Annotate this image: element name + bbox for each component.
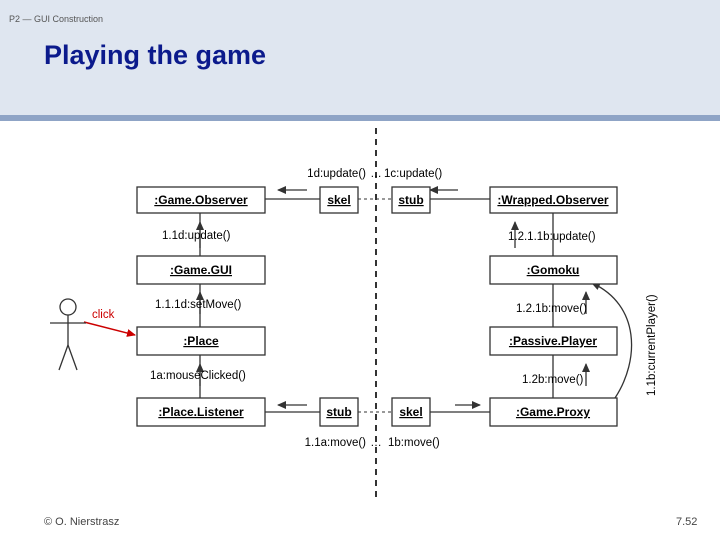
arrow-1-1b-currentplayer [591,282,633,399]
user-actor-icon [50,298,86,371]
object-gomoku: :Gomoku [489,255,618,285]
message-1-2-1b-move: 1.2.1b:move() [516,303,587,315]
message-1-1a-move: 1.1a:move() [305,437,367,449]
click-arrow [83,321,136,337]
object-place-listener-label: :Place.Listener [158,405,244,419]
breadcrumb: P2 — GUI Construction [9,14,104,24]
object-stub-top-label: stub [398,193,423,207]
page-number: 7.52 [676,516,698,528]
object-place-label: :Place [183,334,219,348]
object-stub-top: stub [391,186,431,214]
object-game-gui-label: :Game.GUI [170,263,232,277]
object-passive-player: :Passive.Player [489,326,618,356]
object-game-proxy: :Game.Proxy [489,397,618,427]
object-game-proxy-label: :Game.Proxy [516,405,590,419]
header-band [0,0,720,115]
click-label: click [92,309,115,321]
page-title: Playing the game [44,40,267,70]
object-skel-top: skel [319,186,359,214]
message-1a-mouseclicked: 1a:mouseClicked() [150,370,246,382]
message-1-1b-currentplayer: 1.1b:currentPlayer() [646,294,658,396]
object-wrapped-observer: :Wrapped.Observer [489,186,618,214]
message-1-1d-update: 1.1d:update() [162,230,231,242]
object-game-observer-label: :Game.Observer [154,193,248,207]
object-place-listener: :Place.Listener [136,397,266,427]
object-skel-top-label: skel [327,193,350,207]
object-stub-bottom: stub [319,397,359,427]
copyright-notice: © O. Nierstrasz [44,516,120,528]
message-1-1-1d-setmove: 1.1.1d:setMove() [155,299,241,311]
object-gomoku-label: :Gomoku [527,263,580,277]
object-skel-bottom: skel [391,397,431,427]
object-skel-bottom-label: skel [399,405,422,419]
object-wrapped-observer-label: :Wrapped.Observer [497,193,608,207]
message-top-ellipsis: … [370,168,382,180]
message-bottom-ellipsis: … [370,437,382,449]
header-divider [0,115,720,121]
object-game-gui: :Game.GUI [136,255,266,285]
object-place: :Place [136,326,266,356]
message-1b-move: 1b:move() [388,437,440,449]
object-game-observer: :Game.Observer [136,186,266,214]
message-1c-update: 1c:update() [384,168,442,180]
message-1-2-1-1b-update: 1.2.1.1b:update() [508,231,596,243]
message-1-2b-move: 1.2b:move() [522,374,584,386]
object-passive-player-label: :Passive.Player [509,334,597,348]
object-stub-bottom-label: stub [326,405,351,419]
message-1d-update: 1d:update() [307,168,366,180]
